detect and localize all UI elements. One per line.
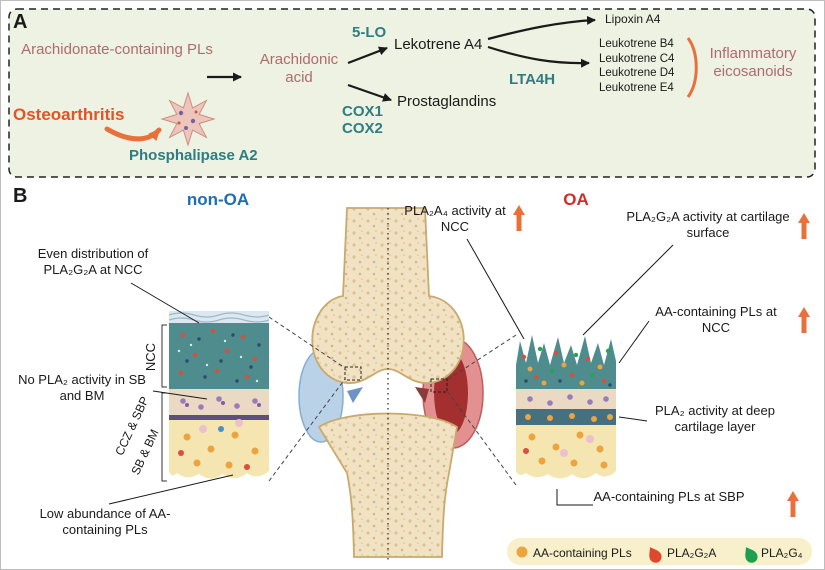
eicosanoid-bracket: [686, 37, 698, 98]
non-oa-title: non-OA: [186, 190, 250, 209]
cox2-enzyme: COX2: [342, 120, 383, 137]
leukotriene-item: Leukotrene C4: [599, 52, 675, 65]
pla2g2a-surface-annotation: PLA₂G₂A activity at cartilage surface: [626, 209, 790, 240]
roi-box-left: [344, 366, 362, 381]
lekotrene-a4-node: Lekotrene A4: [394, 36, 483, 53]
lipoxin-a4-node: Lipoxin A4: [605, 12, 661, 26]
no-pla2-activity-annotation: No PLA₂ activity in SB and BM: [18, 372, 146, 403]
prostaglandins-node: Prostaglandins: [397, 93, 497, 110]
panel-a-box: [8, 8, 816, 178]
osteoarthritis-arrow-icon: [104, 126, 162, 142]
aa-pls-sbp-annotation: AA-containing PLs at SBP: [593, 489, 745, 504]
meniscus-left: [347, 387, 363, 403]
oa-title: OA: [563, 190, 589, 209]
pla2g2a-drop-icon: [649, 547, 662, 563]
arachidonate-pls-node: Arachidonate-containing PLs: [21, 41, 213, 58]
up-arrow-icon: [798, 213, 810, 239]
arachidonic-acid-node: Arachidonic acid: [259, 51, 339, 86]
up-arrow-icon: [787, 491, 799, 517]
phospholipase-burst-icon: [160, 91, 216, 147]
non-oa-tissue-section: [168, 311, 270, 479]
annotation-pointer-lines: [108, 238, 674, 506]
legend-pla2g4-label: PLA₂G₄: [761, 546, 803, 560]
panel-a-label: A: [13, 11, 28, 33]
leukotriene-item: Leukotrene B4: [599, 38, 674, 50]
roi-box-right: [430, 378, 448, 393]
knee-joint-illustration: [298, 207, 484, 561]
even-distribution-annotation: Even distribution of PLA₂G₂A at NCC: [37, 246, 149, 277]
up-arrow-icon: [798, 307, 810, 333]
legend: [507, 538, 812, 565]
legend-pla2g2a-label: PLA₂G₂A: [667, 546, 717, 560]
aa-pl-dot-icon: [516, 546, 528, 558]
pla2a4-ncc-annotation: PLA₂A₄ activity at NCC: [404, 203, 506, 234]
osteoarthritis-node: Osteoarthritis: [13, 105, 125, 124]
increase-arrows: [513, 205, 810, 517]
legend-aa-pls-label: AA-containing PLs: [533, 546, 632, 560]
five-lo-enzyme: 5-LO: [352, 24, 387, 41]
meniscus-right: [415, 387, 429, 403]
pathway-arrows: [207, 15, 596, 102]
panel-b-label: B: [13, 185, 28, 207]
low-abundance-annotation: Low abundance of AA-containing PLs: [39, 506, 171, 537]
leukotriene-item: Leukotrene E4: [599, 81, 674, 94]
up-arrow-icon: [513, 205, 525, 231]
leukotriene-list: Leukotrene B4 Leukotrene C4 Leukotrene D…: [599, 37, 674, 95]
inflammatory-eicosanoids-node: Inflammatory eicosanoids: [709, 45, 797, 80]
aa-pls-ncc-annotation: AA-containing PLs at NCC: [655, 304, 777, 335]
lta4h-enzyme: LTA4H: [509, 71, 556, 88]
cox1-enzyme: COX1: [342, 103, 383, 120]
tibia-bone: [317, 412, 458, 558]
leukotriene-item: Leukotrene D4: [599, 67, 675, 79]
pla2g4-drop-icon: [745, 547, 758, 563]
phospholipase-a2-enzyme: Phosphalipase A2: [129, 147, 258, 164]
oa-tissue-section: [516, 335, 616, 479]
pla2-deep-annotation: PLA₂ activity at deep cartilage layer: [655, 403, 775, 434]
zoom-connector-lines: [268, 316, 517, 486]
zone-brackets: [161, 324, 167, 482]
